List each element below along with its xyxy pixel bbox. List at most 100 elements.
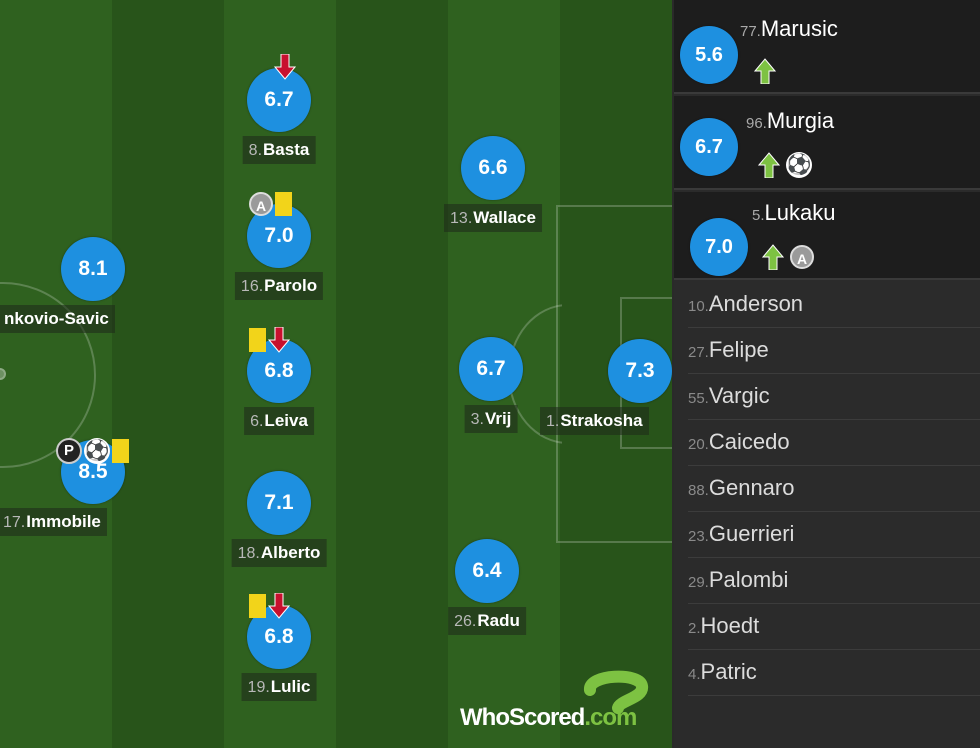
player-number: 8. (248, 142, 263, 159)
player-name: Strakosha (560, 411, 643, 430)
player-rating[interactable]: 7.3 (608, 339, 672, 403)
player-name-label: 26.Radu (448, 607, 526, 635)
player-rating[interactable]: 6.7 (459, 337, 523, 401)
player-event-icons (249, 592, 291, 619)
bench-player-row[interactable]: 10.Anderson (688, 282, 980, 328)
assist-icon: A (790, 245, 814, 269)
bench-player-name: Hoedt (700, 613, 760, 638)
player-number: 13. (450, 210, 473, 227)
substitute-number: 5. (752, 207, 765, 224)
center-spot (0, 368, 6, 380)
bench-player-number: 20. (688, 436, 709, 453)
player-name-label: 8.Basta (242, 136, 316, 164)
player-event-icons: P⚽ (56, 438, 129, 464)
player-number: 19. (247, 679, 270, 696)
sub-on-arrow-icon (753, 58, 777, 85)
player-name: Basta (263, 140, 310, 159)
player-event-icons: A (249, 192, 292, 216)
bench-player-name: Felipe (708, 337, 769, 362)
player-name: Radu (477, 611, 520, 630)
whoscored-logo: WhoScored.com (460, 670, 670, 736)
substitute-number: 96. (746, 115, 767, 132)
substitute-name: Marusic (760, 16, 838, 41)
player-event-icons (273, 53, 297, 80)
substitute-name-label: 5.Lukaku (752, 200, 835, 226)
sub-off-arrow-icon (267, 592, 291, 619)
bench-player-name: Vargic (708, 383, 770, 408)
bench-player-number: 2. (688, 620, 701, 637)
bench-player-row[interactable]: 2.Hoedt (688, 604, 980, 650)
bench-player-row[interactable]: 23.Guerrieri (688, 512, 980, 558)
player-rating[interactable]: 6.4 (455, 539, 519, 603)
bench-player-name: Anderson (708, 291, 804, 316)
substitute-event-icons (753, 58, 777, 85)
player-rating[interactable]: 6.6 (461, 136, 525, 200)
sub-on-arrow-icon (761, 244, 785, 271)
bench-player-name: Gennaro (708, 475, 795, 500)
player-number: 6. (250, 413, 264, 430)
sub-off-arrow-icon (267, 326, 291, 353)
player-name-label: 3.Vrij (464, 405, 518, 433)
goal-ball-icon: ⚽ (84, 438, 110, 464)
bench-player-row[interactable]: 27.Felipe (688, 328, 980, 374)
player-name-label: 6.Leiva (244, 407, 314, 435)
substitute-name: Lukaku (764, 200, 836, 225)
player-name-label: 17.Immobile (0, 508, 107, 536)
player-name: Immobile (26, 512, 101, 531)
bench-player-row[interactable]: 4.Patric (688, 650, 980, 696)
player-name: Vrij (484, 409, 512, 428)
bench-player-number: 55. (688, 390, 709, 407)
bench-player-number: 29. (688, 574, 709, 591)
substitute-name-label: 96.Murgia (746, 108, 834, 134)
substitute-rating[interactable]: 5.6 (680, 26, 738, 84)
player-name-label: 19.Lulic (241, 673, 317, 701)
player-rating[interactable]: 8.1 (61, 237, 125, 301)
substitute-event-icons: ⚽ (757, 152, 812, 179)
player-name: Wallace (473, 208, 536, 227)
bench-player-row[interactable]: 29.Palombi (688, 558, 980, 604)
substitute-used-row[interactable]: 6.7 96.Murgia ⚽ (674, 96, 980, 190)
bench-player-number: 27. (688, 344, 709, 361)
player-name: Lulic (270, 677, 311, 696)
bench-player-row[interactable]: 55.Vargic (688, 374, 980, 420)
player-number: 17. (3, 514, 26, 531)
substitute-rating[interactable]: 7.0 (690, 218, 748, 276)
player-number: 16. (240, 278, 264, 295)
player-name-label: 18.Alberto (231, 539, 327, 567)
player-name-label: 1.Strakosha (540, 407, 649, 435)
assist-icon: A (249, 192, 273, 216)
bench-player-number: 88. (688, 482, 709, 499)
player-number: 3. (470, 411, 484, 428)
bench-player-row[interactable]: 20.Caicedo (688, 420, 980, 466)
yellow-card-icon (112, 439, 129, 463)
substitute-rating[interactable]: 6.7 (680, 118, 738, 176)
bench-player-number: 4. (688, 666, 701, 683)
yellow-card-icon (275, 192, 292, 216)
penalty-goal-icon: P (56, 438, 82, 464)
player-name-label: nkovio-Savic (0, 305, 115, 333)
player-name: nkovio-Savic (4, 309, 109, 328)
logo-suffix: .com (584, 704, 637, 731)
player-name: Parolo (264, 276, 318, 295)
bench-player-name: Caicedo (708, 429, 790, 454)
player-rating[interactable]: 7.1 (247, 471, 311, 535)
player-number: 1. (546, 413, 560, 430)
yellow-card-icon (249, 328, 266, 352)
bench-player-name: Patric (700, 659, 757, 684)
player-name-label: 13.Wallace (444, 204, 542, 232)
player-name: Alberto (260, 543, 321, 562)
player-rating[interactable]: 6.7 (247, 68, 311, 132)
sub-off-arrow-icon (273, 53, 297, 80)
bench-player-number: 10. (688, 298, 709, 315)
bench-player-name: Palombi (708, 567, 789, 592)
substitute-number: 77. (740, 23, 761, 40)
player-event-icons (249, 326, 291, 353)
goal-ball-icon: ⚽ (786, 152, 812, 178)
player-number: 18. (237, 545, 260, 562)
bench-player-row[interactable]: 88.Gennaro (688, 466, 980, 512)
player-name: Leiva (264, 411, 308, 430)
